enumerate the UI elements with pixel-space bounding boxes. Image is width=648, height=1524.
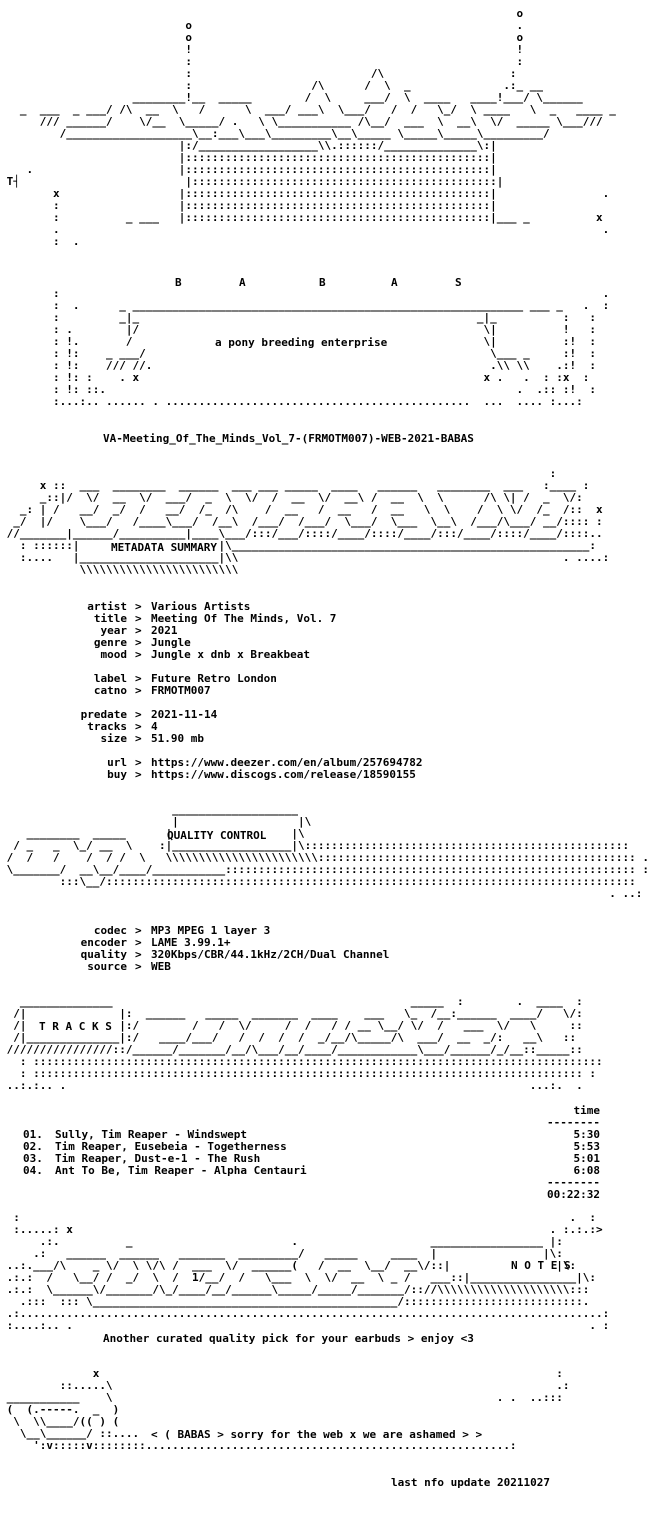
meta-key: mood (100, 648, 128, 661)
track-time: 6:08 (573, 1164, 601, 1177)
meta-value: Meeting Of The Minds, Vol. 7 (151, 612, 337, 625)
metadata-banner-ascii: : x :: ___ ________ ______ ___ ___ _____… (6, 467, 610, 576)
meta-key: size (100, 732, 128, 745)
quality-banner-ascii: ___________________ | |\ ________ _____ … (6, 803, 648, 900)
meta-sep: > (135, 684, 142, 697)
meta-key: label (93, 672, 127, 685)
release-name: VA-Meeting_Of_The_Minds_Vol_7-(FRMOTM007… (103, 432, 474, 445)
meta-key: artist (87, 600, 127, 613)
quality-sep: > (135, 960, 142, 973)
header-frame-ascii: : . : . _ ______________________________… (52, 287, 610, 408)
footer-ascii-art: x : ::.....\ .: ___________ \ (6, 1367, 570, 1452)
track-title: Tim Reaper, Dust-e-1 - The Rush (55, 1152, 261, 1165)
track-number: 02. (23, 1140, 43, 1153)
total-time: 00:22:32 (547, 1188, 600, 1201)
quality-sep: > (135, 936, 142, 949)
meta-key: tracks (87, 720, 127, 733)
tracks-heading: T R A C K S (39, 1020, 112, 1033)
meta-sep: > (135, 612, 142, 625)
total-rule: -------- (547, 1176, 600, 1189)
quality-heading: QUALITY CONTROL (167, 829, 267, 842)
babas-letter-5: S (455, 276, 462, 289)
track-time: 5:01 (573, 1152, 601, 1165)
quality-value: LAME 3.99.1+ (151, 936, 231, 949)
meta-sep: > (135, 600, 142, 613)
meta-value: 2021 (151, 624, 178, 637)
meta-sep: > (135, 720, 142, 733)
meta-key: catno (93, 684, 127, 697)
track-time: 5:30 (573, 1128, 601, 1141)
meta-key: url (107, 756, 127, 769)
quality-value: WEB (151, 960, 171, 973)
tracks-banner-ascii: ______________ _____ : . ____ : /| |: __… (6, 995, 603, 1092)
discogs-buy-link[interactable]: https://www.discogs.com/release/18590155 (151, 768, 416, 781)
header-ascii-art: o o . o o ! (6, 7, 616, 248)
quality-key: encoder (80, 936, 127, 949)
meta-key: title (93, 612, 127, 625)
time-column-header: time (573, 1104, 601, 1117)
meta-key: year (100, 624, 128, 637)
track-title: Ant To Be, Tim Reaper - Alpha Centauri (55, 1164, 307, 1177)
notes-text: Another curated quality pick for your ea… (103, 1332, 474, 1345)
meta-value: 51.90 mb (151, 732, 204, 745)
deezer-url-link[interactable]: https://www.deezer.com/en/album/25769478… (151, 756, 423, 769)
meta-value: Future Retro London (151, 672, 277, 685)
track-time: 5:53 (573, 1140, 601, 1153)
track-number: 04. (23, 1164, 43, 1177)
babas-letter-3: B (319, 276, 326, 289)
meta-sep: > (135, 672, 142, 685)
track-number: 03. (23, 1152, 43, 1165)
meta-sep: > (135, 768, 142, 781)
notes-banner-ascii: : . : :.....: x . :.:.:> .:. (6, 1211, 610, 1332)
meta-key: genre (93, 636, 127, 649)
quality-sep: > (135, 924, 142, 937)
babas-letter-1: B (175, 276, 182, 289)
quality-value: MP3 MPEG 1 layer 3 (151, 924, 271, 937)
meta-value: Jungle (151, 636, 191, 649)
footer-message: < ( BABAS > sorry for the web x we are a… (151, 1428, 483, 1441)
meta-key: buy (107, 768, 127, 781)
notes-heading: N O T E S (511, 1259, 571, 1272)
meta-value: Jungle x dnb x Breakbeat (151, 648, 310, 661)
time-rule: -------- (547, 1116, 600, 1129)
quality-key: source (87, 960, 127, 973)
meta-value: Various Artists (151, 600, 251, 613)
meta-sep: > (135, 732, 142, 745)
track-title: Sully, Tim Reaper - Windswept (55, 1128, 248, 1141)
meta-value: 4 (151, 720, 158, 733)
meta-value: FRMOTM007 (151, 684, 211, 697)
quality-value: 320Kbps/CBR/44.1kHz/2CH/Dual Channel (151, 948, 390, 961)
quality-key: quality (80, 948, 127, 961)
babas-letter-4: A (391, 276, 398, 289)
quality-key: codec (93, 924, 127, 937)
meta-sep: > (135, 624, 142, 637)
meta-sep: > (135, 708, 142, 721)
metadata-heading: METADATA SUMMARY (111, 541, 217, 554)
meta-sep: > (135, 636, 142, 649)
track-title: Tim Reaper, Eusebeia - Togetherness (55, 1140, 287, 1153)
meta-value: 2021-11-14 (151, 708, 218, 721)
track-number: 01. (23, 1128, 43, 1141)
meta-sep: > (135, 648, 142, 661)
meta-sep: > (135, 756, 142, 769)
meta-key: predate (80, 708, 127, 721)
last-update: last nfo update 20211027 (391, 1476, 550, 1489)
tagline: a pony breeding enterprise (215, 336, 388, 349)
babas-letter-2: A (239, 276, 246, 289)
quality-sep: > (135, 948, 142, 961)
